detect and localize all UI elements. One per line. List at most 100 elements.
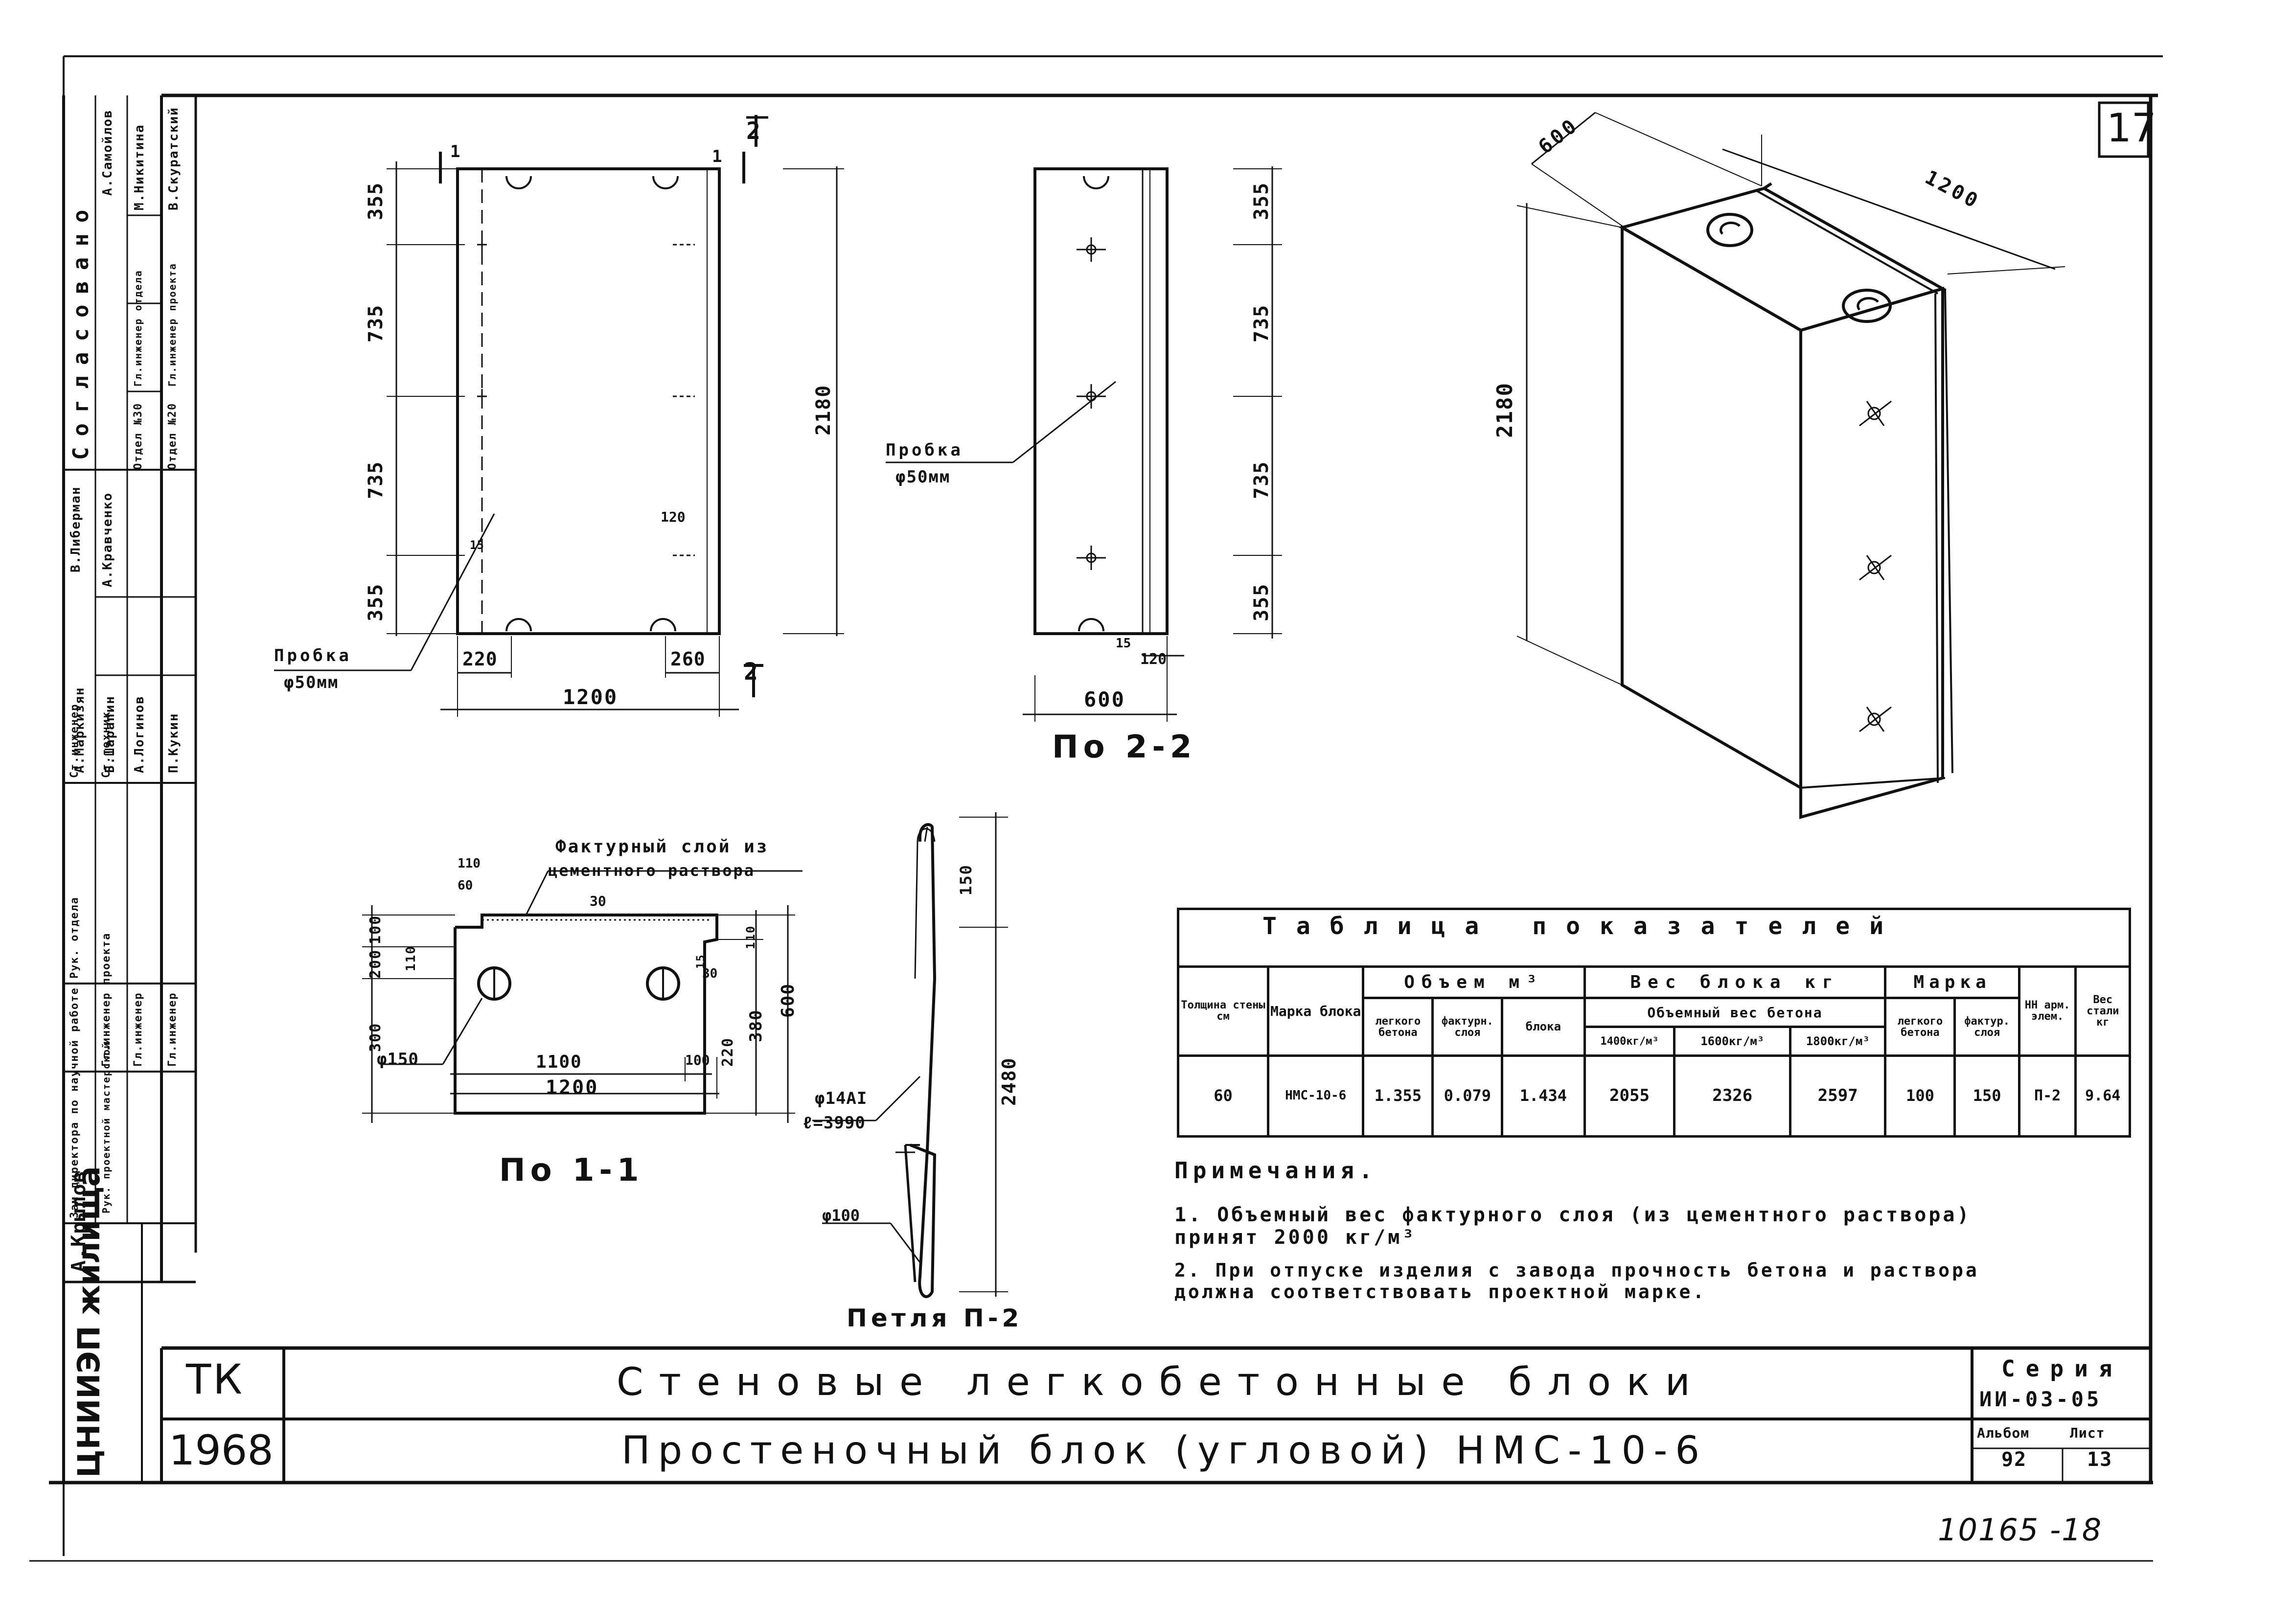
bar-length: ℓ=3990 (803, 1113, 866, 1133)
loop-outline (909, 823, 937, 1298)
side-stamp-name: А.Логинов (132, 695, 147, 773)
plug-size: φ50мм (284, 673, 339, 692)
dim-label: 600 (778, 983, 798, 1018)
plug-label: Пробка (274, 646, 352, 665)
side-stamp-name: П.Кукин (166, 712, 181, 773)
th-mark: Марка (1884, 965, 2020, 1000)
dim-label: 735 (365, 304, 387, 343)
institute-logo: ЦНИИЭП жилища (71, 1166, 107, 1478)
th-mark-light: легкого бетона (1884, 997, 1956, 1057)
plug-size: φ50мм (895, 467, 951, 487)
dim-label: 110 (744, 925, 757, 949)
loop-caption: Петля П-2 (847, 1304, 1023, 1332)
inventory-number: 10165 -18 (1938, 1512, 2103, 1548)
dim-total: 2480 (998, 1057, 1020, 1106)
loop-dia: φ100 (822, 1206, 860, 1225)
td-w1600: 2326 (1673, 1054, 1791, 1138)
dim-total-height: 2180 (812, 384, 835, 435)
album-value: 92 (2001, 1448, 2027, 1471)
td-steel: 9.64 (2074, 1054, 2131, 1138)
year: 1968 (169, 1426, 274, 1474)
dim-label: 735 (365, 460, 387, 499)
side-stamp-role: Гл.инженер (166, 992, 179, 1067)
side-stamp-dept: Отдел №20 (166, 402, 179, 470)
org-short: ТК (186, 1355, 244, 1403)
th-steel: Вес стали кг (2074, 965, 2131, 1057)
series-label: Серия (2001, 1355, 2123, 1382)
dim-label: 15 (1116, 636, 1131, 651)
side-stamp-name: А.Кравченко (100, 492, 115, 587)
dim-width: 1200 (546, 1076, 599, 1099)
th-vol-block: блока (1501, 997, 1586, 1057)
th-vol-light: легкого бетона (1362, 997, 1434, 1057)
section-mark: 1 (450, 142, 463, 161)
dim-label: 380 (746, 1009, 766, 1042)
dim-label: 110 (404, 945, 418, 971)
sheet-label: Лист (2070, 1425, 2105, 1441)
dim-width: 600 (1084, 687, 1125, 711)
side-stamp-role: Ст.техник (100, 710, 113, 778)
side-stamp-header: Согласовано (69, 199, 93, 460)
notes-header: Примечания. (1174, 1157, 1377, 1184)
dim-label: 300 (367, 1022, 384, 1052)
dim-label: 15 (470, 538, 484, 552)
plug-label: Пробка (886, 440, 963, 460)
td-reinf: П-2 (2018, 1054, 2077, 1138)
dim-label: 100 (367, 915, 384, 944)
dim-label: 200 (367, 949, 384, 979)
td-w1400: 2055 (1583, 1054, 1676, 1138)
section-mark: 2 (746, 117, 763, 145)
layer-note: Фактурный слой из (555, 837, 769, 857)
th-mark-facing: фактур. слоя (1953, 997, 2020, 1057)
side-view-caption: По 2-2 (1052, 729, 1197, 765)
title-line-1: Стеновые легкобетонные блоки (617, 1360, 1706, 1404)
dim-label: 30 (590, 893, 606, 909)
title-line-2: Простеночный блок (угловой) НМС-10-6 (621, 1429, 1707, 1473)
iso-view-outline (1618, 182, 1947, 819)
dim-label: 355 (365, 182, 387, 220)
front-view-outline (456, 167, 721, 635)
th-w1400: 1400кг/м³ (1583, 1026, 1676, 1057)
series-value: ИИ-03-05 (1979, 1387, 2102, 1411)
td-vol-block: 1.434 (1501, 1054, 1586, 1138)
sheet-value: 13 (2087, 1448, 2113, 1471)
td-wall-thickness: 60 (1177, 1054, 1269, 1138)
dim-label: 60 (458, 878, 473, 893)
iso-dim-height: 2180 (1492, 382, 1517, 438)
side-stamp-role: Рук. отдела (69, 896, 81, 979)
th-block-mark: Марка блока (1266, 965, 1365, 1057)
dim-label: 260 (670, 648, 706, 670)
note-1: 1. Объемный вес фактурного слоя (из цеме… (1174, 1204, 1972, 1249)
indicators-table: Толщина стены см Марка блока Объем м³ Ве… (1177, 908, 2131, 1138)
dim-label: 30 (702, 966, 718, 981)
dim-label: 735 (1250, 304, 1273, 343)
note-2: 2. При отпуске изделия с завода прочност… (1174, 1259, 1979, 1303)
dim-label: 355 (365, 583, 387, 621)
th-weight-sub: Объемный вес бетона (1583, 997, 1887, 1029)
section-mark: 2 (744, 658, 761, 686)
dim-label: 355 (1250, 182, 1273, 220)
side-stamp-name: М.Никитина (132, 124, 147, 210)
bar-label: φ14АI (815, 1089, 868, 1108)
side-stamp-name: В.Либерман (69, 486, 83, 572)
dim-label: 120 (661, 509, 686, 525)
side-stamp-name: А.Самойлов (100, 109, 115, 196)
hole-label: φ150 (377, 1050, 419, 1069)
dim-inner: 1100 (536, 1052, 582, 1072)
dim-label: 100 (685, 1052, 710, 1068)
side-stamp-dept: Отдел №30 (132, 402, 144, 470)
th-reinf: НН арм. элем. (2018, 965, 2077, 1057)
dim-label: 110 (458, 856, 481, 871)
th-weight: Вес блока кг (1583, 965, 1887, 1000)
td-mark-facing: 150 (1953, 1054, 2020, 1138)
dim-label: 220 (462, 648, 498, 670)
th-w1600: 1600кг/м³ (1673, 1026, 1791, 1057)
side-stamp-role: Ст.инженер (69, 703, 81, 778)
dim-label: 120 (1140, 651, 1167, 668)
th-volume: Объем м³ (1362, 965, 1586, 1000)
side-stamp-role: Гл.инженер (132, 992, 144, 1067)
dim-width: 1200 (563, 685, 619, 709)
dim-label: 355 (1250, 583, 1273, 621)
dim-label: 150 (957, 864, 975, 895)
